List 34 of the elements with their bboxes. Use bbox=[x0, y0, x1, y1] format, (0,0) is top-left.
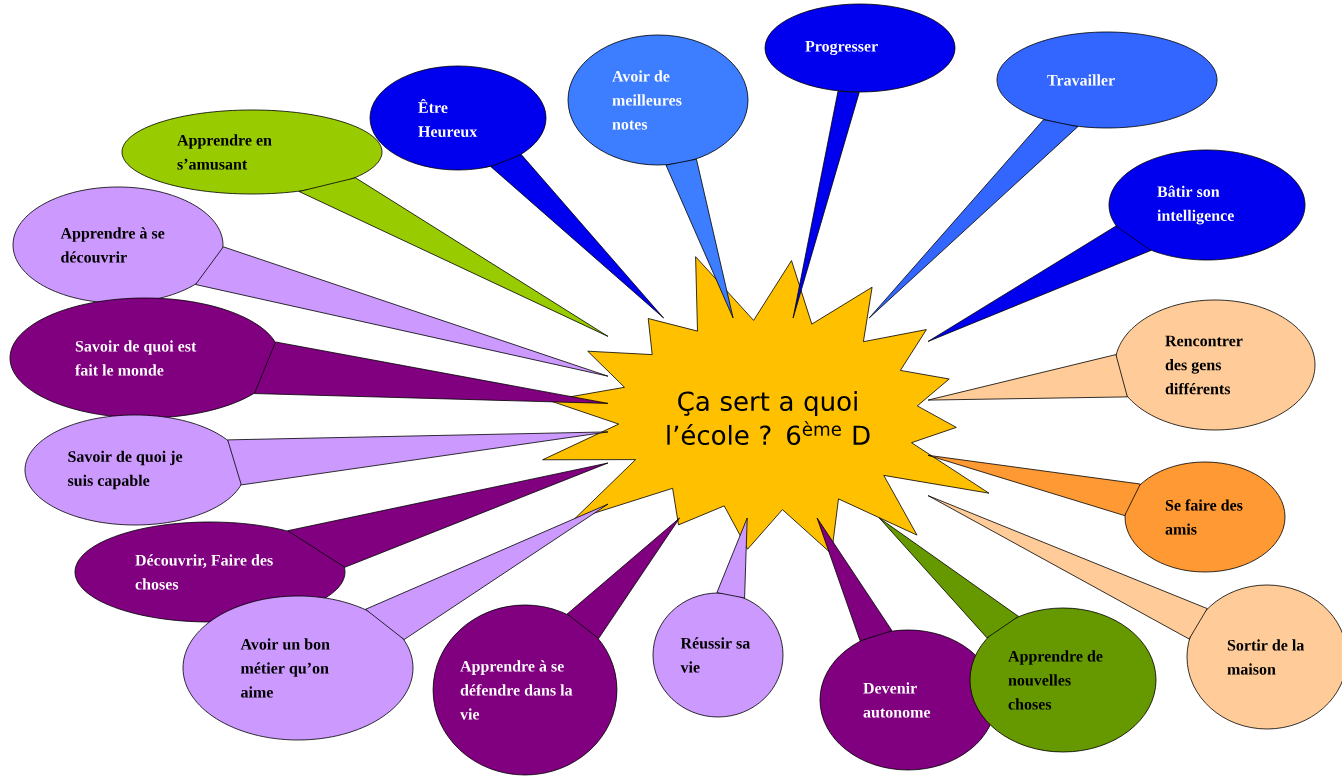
bubble-tail bbox=[878, 517, 1019, 639]
bubble-tail bbox=[816, 517, 893, 642]
bubble-tail bbox=[927, 454, 1141, 516]
bubble-tail bbox=[868, 119, 1079, 319]
speech-bubble: Être Heureux bbox=[369, 65, 547, 171]
speech-bubble: Réussir sa vie bbox=[652, 592, 784, 718]
bubble-tail bbox=[227, 431, 609, 486]
speech-bubble: Rencontrer des gens différents bbox=[1114, 299, 1316, 431]
speech-bubble: Progresser bbox=[764, 3, 956, 93]
bubble-tail bbox=[195, 246, 609, 377]
bubble-tail bbox=[254, 341, 609, 404]
speech-bubble: Savoir de quoi est fait le monde bbox=[9, 297, 281, 419]
bubble-tail bbox=[927, 495, 1208, 640]
bubble-tail bbox=[927, 354, 1128, 401]
bubble-tail bbox=[365, 503, 609, 640]
speech-bubble: Bâtir son intelligence bbox=[1108, 149, 1306, 261]
bubble-tail bbox=[665, 158, 734, 319]
bubble-tail bbox=[792, 90, 860, 319]
bubble-tail bbox=[716, 517, 748, 599]
speech-bubble: Avoir un bon métier qu’on aime bbox=[182, 595, 414, 741]
speech-bubble: Apprendre en s’amusant bbox=[121, 109, 383, 195]
speech-bubble: Sortir de la maison bbox=[1186, 584, 1342, 730]
bubble-tail bbox=[490, 154, 664, 319]
title-text: Ça sert a quoi l’école ? 6$^{ème}$ D bbox=[667, 390, 870, 446]
bubble-tail bbox=[927, 225, 1152, 342]
bubble-tail bbox=[298, 177, 609, 337]
speech-bubble: Travailler bbox=[996, 31, 1218, 129]
bubble-tail bbox=[287, 462, 609, 568]
speech-bubble: Apprendre à se défendre dans la vie bbox=[432, 604, 618, 776]
speech-bubble: Apprendre de nouvelles choses bbox=[969, 607, 1157, 753]
speech-bubble: Se faire des amis bbox=[1124, 461, 1286, 573]
bubble-tail bbox=[566, 517, 680, 639]
speech-bubble: Savoir de quoi je suis capable bbox=[24, 414, 246, 526]
speech-bubble: Apprendre à se découvrir bbox=[12, 186, 224, 304]
